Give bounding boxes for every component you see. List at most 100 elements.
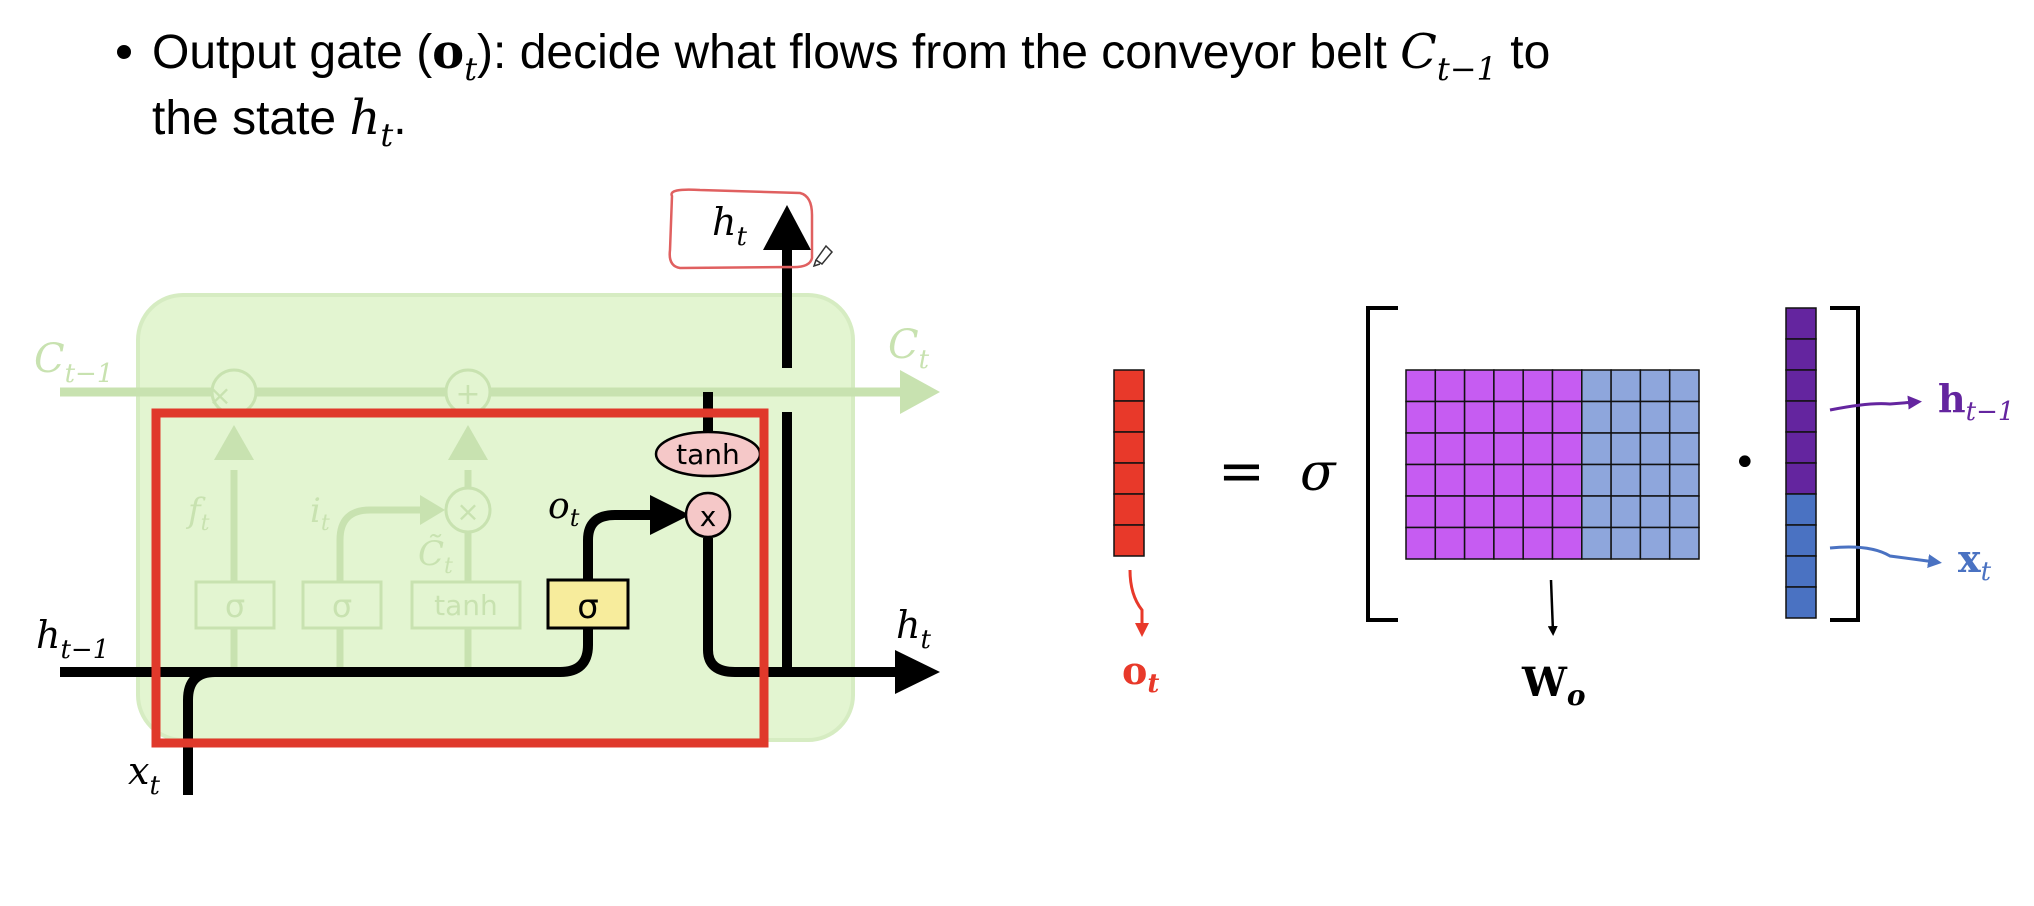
output-gate-equation: ot = σ Wo • ht−1 xt bbox=[1113, 306, 2014, 712]
w-hidden-cell bbox=[1405, 369, 1437, 403]
h-top-arrowhead bbox=[763, 205, 811, 250]
w-hidden-cell bbox=[1522, 432, 1554, 466]
x-t-caption: xt bbox=[1958, 536, 1992, 587]
w-hidden-cell bbox=[1493, 495, 1524, 529]
w-o-arrow bbox=[1547, 579, 1558, 636]
w-hidden-cell bbox=[1493, 400, 1524, 434]
w-input-cell bbox=[1581, 400, 1612, 434]
w-input-cell bbox=[1639, 400, 1671, 434]
w-o-caption: Wo bbox=[1521, 659, 1586, 712]
w-hidden-cell bbox=[1493, 526, 1524, 560]
w-input-cell bbox=[1581, 369, 1612, 403]
faded-sigma-forget: σ bbox=[225, 587, 245, 625]
h-prev-cell bbox=[1785, 369, 1817, 402]
bullet-line-1: Output gate (ot): decide what flows from… bbox=[152, 24, 1550, 88]
bullet-line-2: the state ht. bbox=[152, 90, 407, 154]
w-input-cell bbox=[1581, 432, 1612, 466]
h-top-label: ht bbox=[712, 200, 747, 252]
faded-tanh: tanh bbox=[434, 589, 498, 622]
x-input-path bbox=[183, 667, 216, 795]
w-input-cell bbox=[1668, 495, 1700, 529]
w-input-cell bbox=[1610, 463, 1642, 497]
w-hidden-cell bbox=[1434, 432, 1466, 466]
w-hidden-cell bbox=[1434, 526, 1466, 560]
w-hidden-cell bbox=[1434, 400, 1466, 434]
w-input-cell bbox=[1610, 526, 1642, 560]
o-t-cell bbox=[1113, 462, 1145, 495]
w-hidden-cell bbox=[1522, 526, 1554, 560]
o-t-cell bbox=[1113, 524, 1145, 557]
w-hidden-cell bbox=[1493, 369, 1524, 403]
output-sigma-label: σ bbox=[577, 587, 599, 627]
lstm-cell-diagram: × + × σ σ tanh ft it C̃t Ct−1 Ct bbox=[34, 188, 940, 801]
x-t-cell bbox=[1785, 586, 1817, 619]
tanh-node-label: tanh bbox=[676, 438, 740, 471]
h-top-annotation-box bbox=[668, 188, 814, 270]
x-t-arrow bbox=[1829, 545, 1942, 569]
w-input-cell bbox=[1581, 495, 1612, 529]
conveyor-belt-faded bbox=[60, 368, 940, 670]
w-hidden-cell bbox=[1463, 526, 1495, 560]
w-input-cell bbox=[1668, 526, 1700, 560]
x-t-cell bbox=[1785, 493, 1817, 526]
faded-plus: + bbox=[455, 377, 480, 412]
w-hidden-cell bbox=[1551, 400, 1583, 434]
o-t-cell bbox=[1113, 369, 1145, 402]
faded-times-2: × bbox=[456, 495, 479, 528]
bullet-point: Output gate (ot): decide what flows from… bbox=[117, 24, 1550, 154]
w-hidden-cell bbox=[1551, 432, 1583, 466]
w-input-cell bbox=[1668, 369, 1700, 403]
w-input-cell bbox=[1610, 495, 1642, 529]
w-hidden-cell bbox=[1522, 400, 1554, 434]
faded-labels: × + × σ σ tanh ft it C̃t Ct−1 Ct bbox=[34, 322, 930, 625]
o-t-cell bbox=[1113, 493, 1145, 526]
w-input-cell bbox=[1668, 432, 1700, 466]
h-prev-cell bbox=[1785, 431, 1817, 464]
o-t-arrow bbox=[1128, 569, 1149, 637]
o-t-caption: ot bbox=[1122, 648, 1159, 699]
sigma-symbol: σ bbox=[1300, 443, 1337, 503]
h-prev-label: ht−1 bbox=[36, 613, 109, 665]
h-prev-cell bbox=[1785, 338, 1817, 371]
w-hidden-cell bbox=[1522, 495, 1554, 529]
w-input-cell bbox=[1639, 495, 1671, 529]
h-next-label: ht bbox=[896, 603, 931, 655]
w-hidden-cell bbox=[1551, 495, 1583, 529]
w-input-cell bbox=[1639, 526, 1671, 560]
faded-times-1: × bbox=[208, 379, 231, 412]
h-prev-arrow bbox=[1829, 395, 1922, 412]
o-gate-arrowhead bbox=[650, 495, 690, 535]
h-prev-cell bbox=[1785, 400, 1817, 433]
w-hidden-cell bbox=[1463, 463, 1495, 497]
w-input-cell bbox=[1639, 463, 1671, 497]
w-input-cell bbox=[1610, 432, 1642, 466]
h-prev-cell bbox=[1785, 462, 1817, 495]
multiply-node bbox=[684, 491, 732, 539]
equals-sign: = bbox=[1218, 439, 1265, 504]
w-input-cell bbox=[1581, 526, 1612, 560]
o-t-cell bbox=[1113, 431, 1145, 464]
w-hidden-cell bbox=[1434, 369, 1466, 403]
w-hidden-cell bbox=[1522, 463, 1554, 497]
w-hidden-cell bbox=[1434, 463, 1466, 497]
pen-cursor-icon bbox=[812, 244, 834, 268]
o-t-vector bbox=[1113, 369, 1145, 557]
w-input-cell bbox=[1668, 400, 1700, 434]
w-hidden-cell bbox=[1551, 526, 1583, 560]
o-t-label: ot bbox=[548, 486, 580, 532]
w-hidden-cell bbox=[1405, 463, 1437, 497]
w-hidden-cell bbox=[1463, 432, 1495, 466]
x-t-cell bbox=[1785, 524, 1817, 557]
w-hidden-cell bbox=[1551, 463, 1583, 497]
w-hidden-cell bbox=[1405, 432, 1437, 466]
w-hidden-cell bbox=[1493, 432, 1524, 466]
w-input-cell bbox=[1639, 432, 1671, 466]
o-t-cell bbox=[1113, 400, 1145, 433]
w-o-matrix bbox=[1405, 369, 1700, 560]
w-hidden-cell bbox=[1522, 369, 1554, 403]
h-prev-path bbox=[60, 628, 593, 677]
c-prev-label: Ct−1 bbox=[34, 336, 113, 389]
dot-product: • bbox=[1733, 440, 1757, 486]
o-gate-path bbox=[583, 510, 660, 584]
